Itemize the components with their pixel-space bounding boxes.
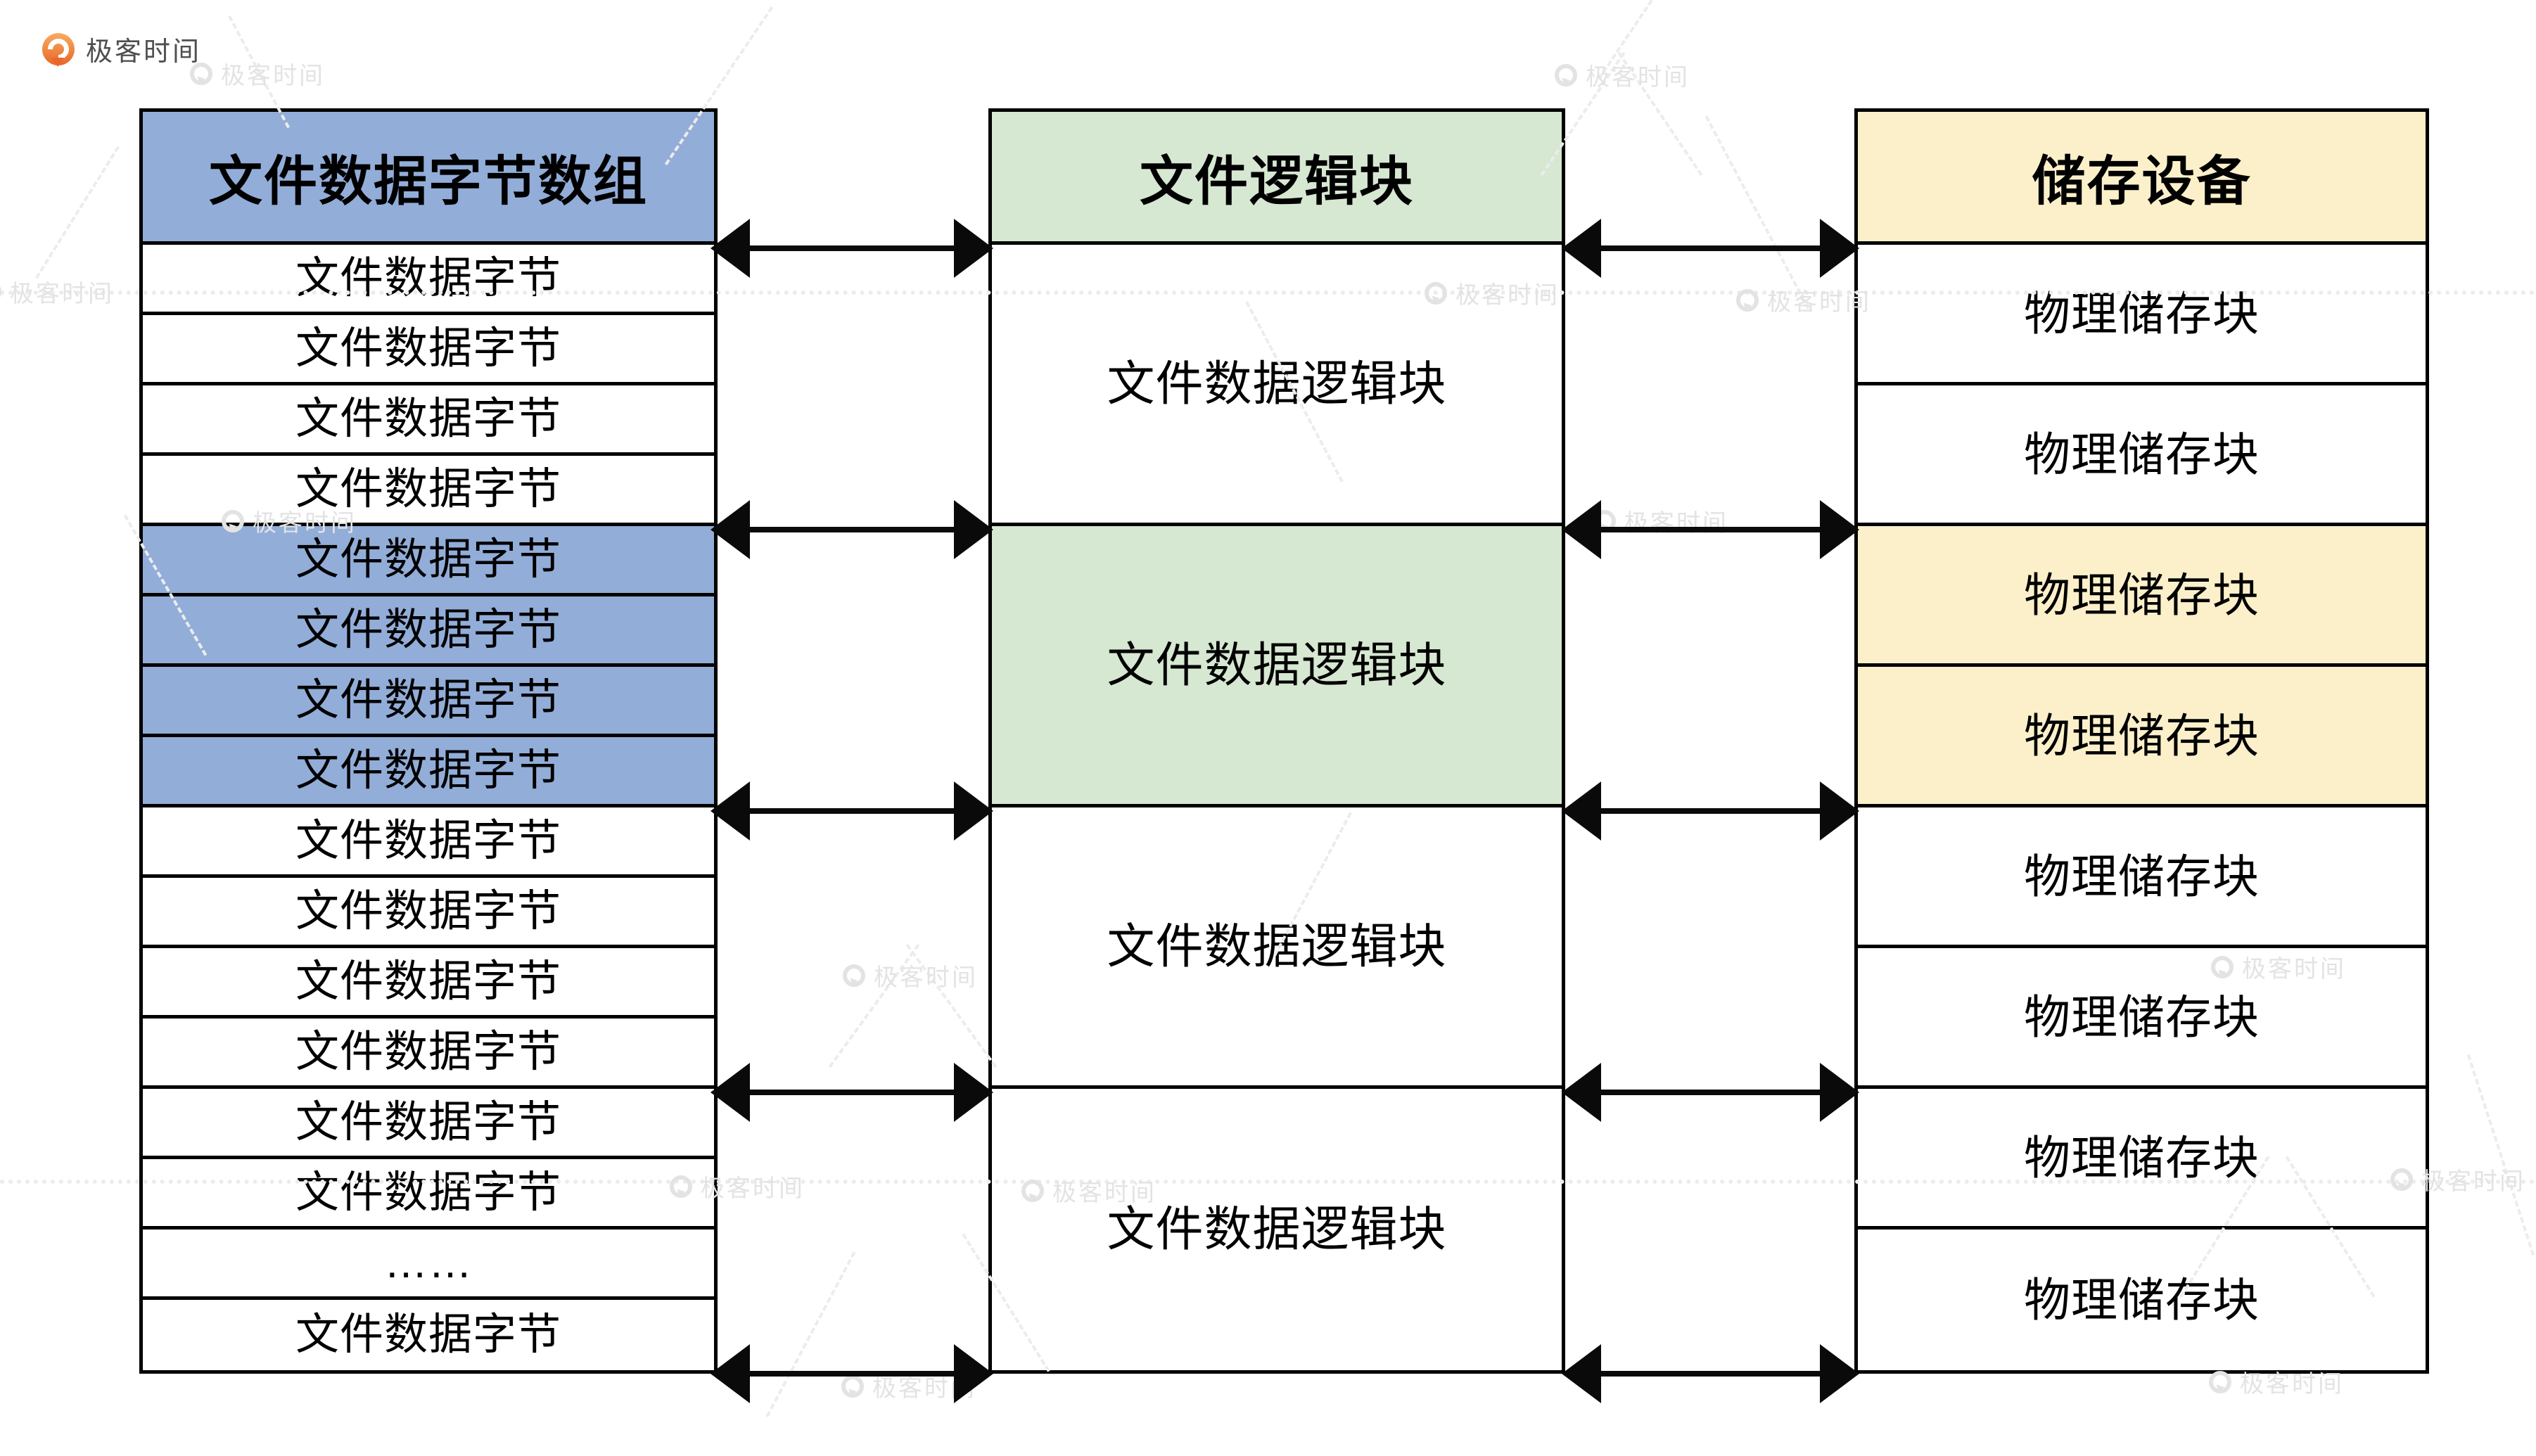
arrow-shaft xyxy=(1591,245,1830,251)
watermark-pin-icon xyxy=(841,1374,864,1398)
byte-row: 文件数据字节 xyxy=(143,596,714,667)
byte-row: 文件数据字节 xyxy=(143,1089,714,1159)
logical-to-physical-arrow xyxy=(1562,781,1859,841)
byte-row: …… xyxy=(143,1230,714,1300)
byte-row: 文件数据字节 xyxy=(143,667,714,737)
storage-device-header: 储存设备 xyxy=(1858,112,2426,245)
storage-device-table: 储存设备 物理储存块物理储存块物理储存块物理储存块物理储存块物理储存块物理储存块… xyxy=(1854,108,2429,1374)
diagonal-dash-line xyxy=(765,1251,855,1417)
watermark-pin-icon xyxy=(1555,63,1577,87)
diagonal-dash-line xyxy=(2466,1054,2535,1256)
watermark-text: 极客时间 xyxy=(872,1375,976,1402)
byte-to-logical-arrow xyxy=(711,500,993,559)
geektime-watermark: 极客时间 xyxy=(1593,504,1728,538)
byte-row: 文件数据字节 xyxy=(143,1300,714,1370)
watermark-text: 极客时间 xyxy=(874,964,978,991)
diagonal-dash-line xyxy=(1597,0,1667,80)
byte-row: 文件数据字节 xyxy=(143,526,714,596)
byte-to-logical-arrow xyxy=(711,1063,993,1122)
arrow-shaft xyxy=(1591,1090,1830,1095)
arrow-shaft xyxy=(740,527,964,532)
arrow-shaft xyxy=(740,245,964,251)
geektime-watermark: 极客时间 xyxy=(0,274,114,309)
storage-device-rows: 物理储存块物理储存块物理储存块物理储存块物理储存块物理储存块物理储存块物理储存块 xyxy=(1858,245,2426,1370)
physical-block-row: 物理储存块 xyxy=(1858,1089,2426,1230)
geektime-watermark: 极客时间 xyxy=(1736,283,1871,317)
physical-block-row: 物理储存块 xyxy=(1858,807,2426,948)
geektime-logo: 极客时间 xyxy=(42,30,201,68)
arrow-shaft xyxy=(1591,808,1830,814)
arrow-shaft xyxy=(740,1371,964,1377)
physical-block-row: 物理储存块 xyxy=(1858,948,2426,1089)
logical-block-row: 文件数据逻辑块 xyxy=(992,1089,1562,1370)
logical-to-physical-arrow xyxy=(1562,1063,1859,1122)
logical-block-row: 文件数据逻辑块 xyxy=(992,807,1562,1089)
byte-array-rows: 文件数据字节文件数据字节文件数据字节文件数据字节文件数据字节文件数据字节文件数据… xyxy=(143,245,714,1370)
arrow-shaft xyxy=(740,1090,964,1095)
logical-block-row: 文件数据逻辑块 xyxy=(992,526,1562,807)
byte-row: 文件数据字节 xyxy=(143,315,714,385)
physical-block-row: 物理储存块 xyxy=(1858,526,2426,667)
geektime-watermark: 极客时间 xyxy=(1555,58,1690,92)
byte-to-logical-arrow xyxy=(711,1344,993,1403)
diagonal-dash-line xyxy=(1705,115,1810,309)
logical-block-row: 文件数据逻辑块 xyxy=(992,245,1562,526)
diagonal-dash-line xyxy=(35,146,120,279)
byte-to-logical-arrow xyxy=(711,219,993,278)
geektime-watermark: 极客时间 xyxy=(190,56,325,91)
logical-block-header: 文件逻辑块 xyxy=(992,112,1562,245)
physical-block-row: 物理储存块 xyxy=(1858,245,2426,385)
byte-array-header: 文件数据字节数组 xyxy=(143,112,714,245)
byte-row: 文件数据字节 xyxy=(143,245,714,315)
watermark-pin-icon xyxy=(2209,1370,2231,1393)
logical-to-physical-arrow xyxy=(1562,219,1859,278)
arrow-shaft xyxy=(740,808,964,814)
byte-to-logical-arrow xyxy=(711,781,993,841)
logical-block-rows: 文件数据逻辑块文件数据逻辑块文件数据逻辑块文件数据逻辑块 xyxy=(992,245,1562,1370)
logical-to-physical-arrow xyxy=(1562,500,1859,559)
byte-row: 文件数据字节 xyxy=(143,456,714,526)
watermark-text: 极客时间 xyxy=(1586,64,1690,91)
geektime-watermark: 极客时间 xyxy=(843,958,978,992)
byte-row: 文件数据字节 xyxy=(143,737,714,807)
logical-block-table: 文件逻辑块 文件数据逻辑块文件数据逻辑块文件数据逻辑块文件数据逻辑块 xyxy=(988,108,1565,1374)
watermark-text: 极客时间 xyxy=(2421,1168,2525,1195)
byte-row: 文件数据字节 xyxy=(143,1159,714,1230)
geektime-pin-icon xyxy=(42,32,75,67)
byte-row: 文件数据字节 xyxy=(143,948,714,1018)
watermark-text: 极客时间 xyxy=(1624,510,1728,537)
watermark-pin-icon xyxy=(0,280,1,303)
diagonal-dash-line xyxy=(828,943,919,1068)
byte-row: 文件数据字节 xyxy=(143,1018,714,1089)
geektime-logo-text: 极客时间 xyxy=(86,37,202,67)
physical-block-row: 物理储存块 xyxy=(1858,385,2426,526)
geektime-watermark: 极客时间 xyxy=(841,1369,976,1403)
byte-array-table: 文件数据字节数组 文件数据字节文件数据字节文件数据字节文件数据字节文件数据字节文… xyxy=(139,108,718,1374)
arrow-shaft xyxy=(1591,1371,1830,1377)
physical-block-row: 物理储存块 xyxy=(1858,1230,2426,1370)
byte-row: 文件数据字节 xyxy=(143,878,714,948)
watermark-text: 极客时间 xyxy=(221,63,325,89)
watermark-pin-icon xyxy=(1593,509,1616,532)
watermark-pin-icon xyxy=(1736,288,1759,312)
diagonal-dash-line xyxy=(1617,51,1703,177)
byte-row: 文件数据字节 xyxy=(143,807,714,878)
watermark-pin-icon xyxy=(843,964,865,987)
byte-row: 文件数据字节 xyxy=(143,385,714,456)
arrow-shaft xyxy=(1591,527,1830,532)
physical-block-row: 物理储存块 xyxy=(1858,667,2426,807)
diagonal-dash-line xyxy=(905,943,997,1068)
watermark-text: 极客时间 xyxy=(10,281,114,307)
logical-to-physical-arrow xyxy=(1562,1344,1859,1403)
